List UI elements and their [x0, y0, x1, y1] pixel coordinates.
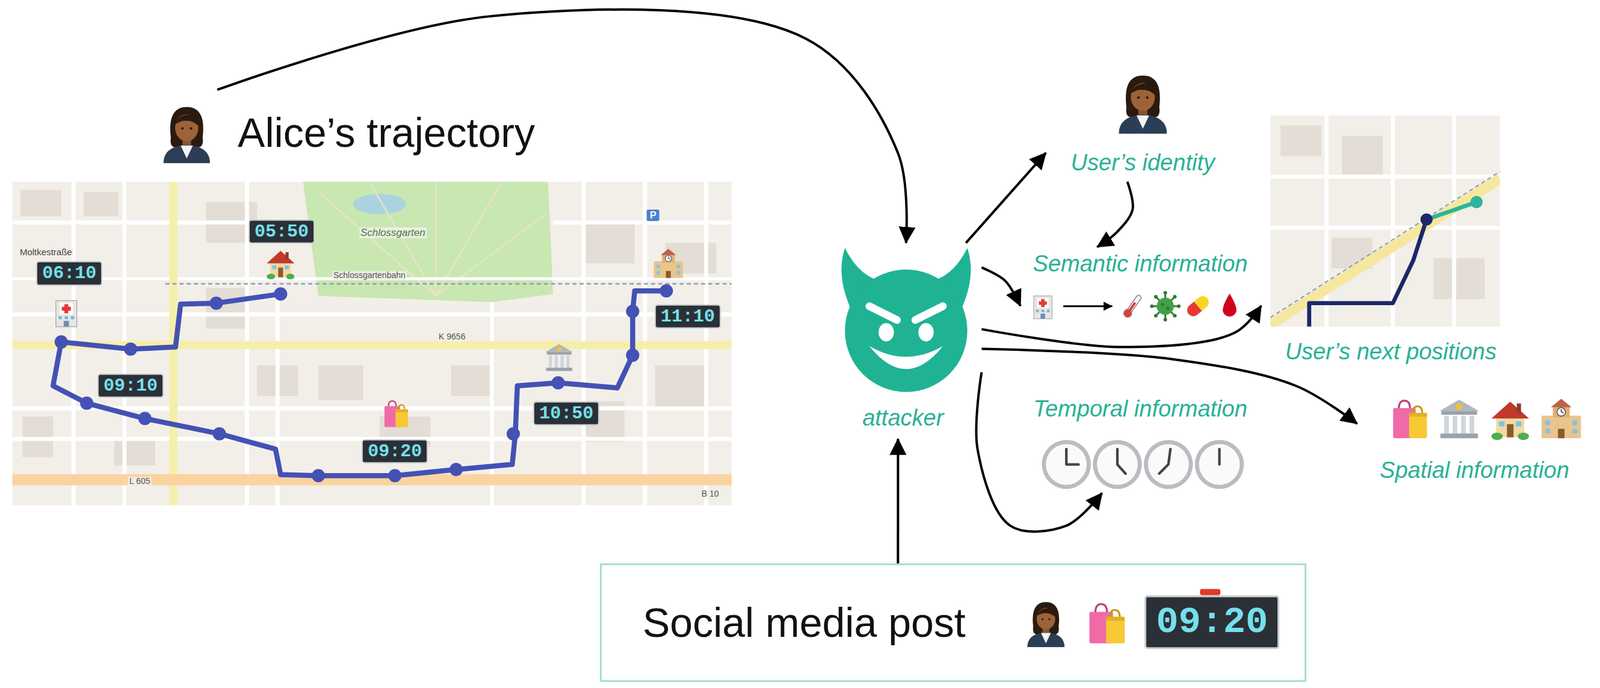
- arrow-connector: [981, 267, 1020, 306]
- attacker-node: attacker: [824, 243, 982, 440]
- node-label: Semantic information: [1033, 250, 1248, 278]
- parking-sign: P: [646, 209, 660, 222]
- map-label: Schlossgartenbahn: [332, 270, 407, 280]
- map-label: Schlossgarten: [359, 226, 427, 239]
- node-label: User’s next positions: [1285, 338, 1497, 366]
- clock-time: 05:50: [254, 221, 309, 243]
- mini-map: [1270, 115, 1501, 327]
- inference-node: User’s identity: [1045, 66, 1240, 182]
- clock-time: 06:10: [42, 262, 97, 285]
- arrow-connector: [217, 9, 907, 244]
- inference-node: Temporal information: [1015, 395, 1265, 493]
- clock-display: 09:10: [97, 373, 164, 399]
- clock-time: 09:20: [367, 440, 422, 462]
- heading: Alice’s trajectory: [237, 108, 535, 156]
- clock-display: 11:10: [654, 303, 721, 329]
- clock-time: 09:20: [1155, 600, 1268, 644]
- clock-time: 10:50: [539, 403, 594, 425]
- map-panel: Alice’s trajectory 05:50 06:10 09:10 09:20 10…: [12, 89, 732, 505]
- clock-display: 09:20: [361, 438, 428, 464]
- node-label: Temporal information: [1033, 395, 1248, 423]
- clock-display: 10:50: [533, 401, 600, 427]
- clock-display: 09:20: [1144, 595, 1280, 649]
- city-map: [12, 181, 732, 506]
- node-label: Spatial information: [1379, 457, 1570, 484]
- clock-display: 06:10: [36, 261, 103, 286]
- arrow-connector: [1096, 181, 1134, 248]
- arrow-connector: [896, 438, 899, 564]
- clock-time: 11:10: [660, 305, 715, 327]
- arrow-connector: [965, 152, 1046, 244]
- node-label: attacker: [862, 404, 944, 432]
- clock-time: 09:10: [103, 375, 158, 397]
- box-title: Social media post: [642, 598, 966, 646]
- map-label: K 9656: [437, 332, 467, 342]
- map-label: L 605: [128, 477, 152, 487]
- inference-node: Semantic information: [1020, 246, 1261, 327]
- arrow-connector: [981, 305, 1262, 348]
- map-label: Moltkestraße: [18, 247, 74, 258]
- clock-display: 05:50: [248, 219, 315, 245]
- inference-node: User’s next positions: [1261, 110, 1521, 368]
- node-label: User’s identity: [1071, 149, 1215, 177]
- map-label: B 10: [700, 489, 721, 499]
- inference-node: Spatial information: [1356, 387, 1592, 485]
- post-box: Social media post 09:20: [599, 563, 1306, 682]
